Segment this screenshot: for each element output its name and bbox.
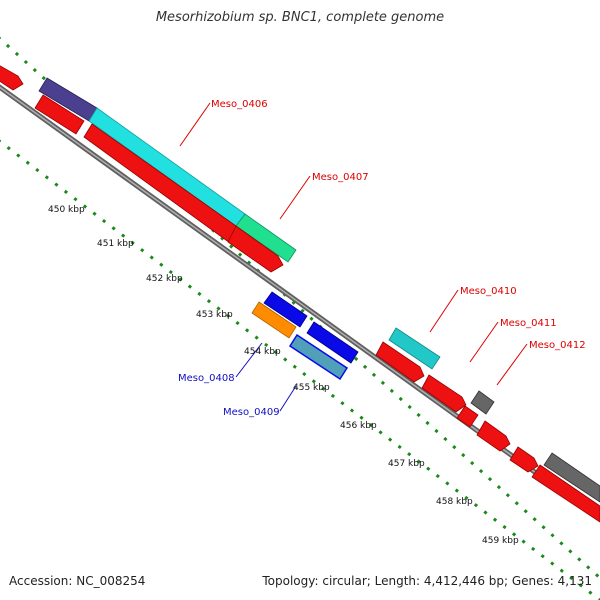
- gene-label-meso-0411[interactable]: Meso_0411: [500, 318, 557, 329]
- label-leader: [279, 385, 297, 412]
- gene-label-meso-0409[interactable]: Meso_0409: [223, 407, 280, 418]
- topology-summary: Topology: circular; Length: 4,412,446 bp…: [262, 574, 592, 588]
- gene-label-meso-0412[interactable]: Meso_0412: [529, 340, 586, 351]
- gene-label-meso-0406[interactable]: Meso_0406: [211, 99, 268, 110]
- label-leader: [496, 343, 528, 386]
- label-leader: [179, 102, 211, 147]
- gene-arrow[interactable]: [227, 225, 284, 273]
- gene-arrow[interactable]: [375, 341, 425, 383]
- gene-label-meso-0410[interactable]: Meso_0410: [460, 286, 517, 297]
- gene-arrow[interactable]: [509, 446, 539, 473]
- scale-label: 452 kbp: [146, 274, 183, 284]
- gene-arrow[interactable]: [235, 213, 297, 263]
- gene-arrow[interactable]: [83, 123, 241, 244]
- label-leader: [469, 321, 499, 363]
- gene-arrow[interactable]: [543, 452, 600, 503]
- gene-arrow[interactable]: [470, 390, 495, 415]
- scale-label: 454 kbp: [244, 347, 281, 357]
- gene-arrow[interactable]: [34, 94, 85, 135]
- inner-tick-track: [0, 139, 600, 600]
- label-leader: [429, 289, 459, 333]
- gene-arrow[interactable]: [263, 291, 308, 328]
- gene-arrow[interactable]: [421, 374, 467, 413]
- gene-arrow[interactable]: [306, 321, 359, 364]
- label-leader: [279, 175, 311, 220]
- scale-label: 456 kbp: [340, 421, 377, 431]
- gene-arrow[interactable]: [456, 405, 479, 428]
- gene-arrow[interactable]: [531, 464, 600, 523]
- scale-label: 453 kbp: [196, 310, 233, 320]
- gene-arrow[interactable]: [476, 420, 511, 452]
- gene-arrow[interactable]: [251, 301, 297, 339]
- scale-label: 458 kbp: [436, 497, 473, 507]
- label-leader: [235, 342, 263, 378]
- scale-label: 457 kbp: [388, 459, 425, 469]
- scale-label: 450 kbp: [48, 205, 85, 215]
- scale-label: 451 kbp: [97, 239, 134, 249]
- map-title: Mesorhizobium sp. BNC1, complete genome: [155, 10, 445, 25]
- gene-arrow[interactable]: [288, 333, 349, 381]
- scale-label: 459 kbp: [482, 536, 519, 546]
- gene-label-meso-0408[interactable]: Meso_0408: [178, 373, 235, 384]
- gene-arrow[interactable]: [388, 327, 441, 370]
- gene-label-meso-0407[interactable]: Meso_0407: [312, 172, 369, 183]
- scale-label: 455 kbp: [293, 383, 330, 393]
- accession-label: Accession: NC_008254: [9, 574, 146, 588]
- gene-arrow[interactable]: [0, 63, 24, 91]
